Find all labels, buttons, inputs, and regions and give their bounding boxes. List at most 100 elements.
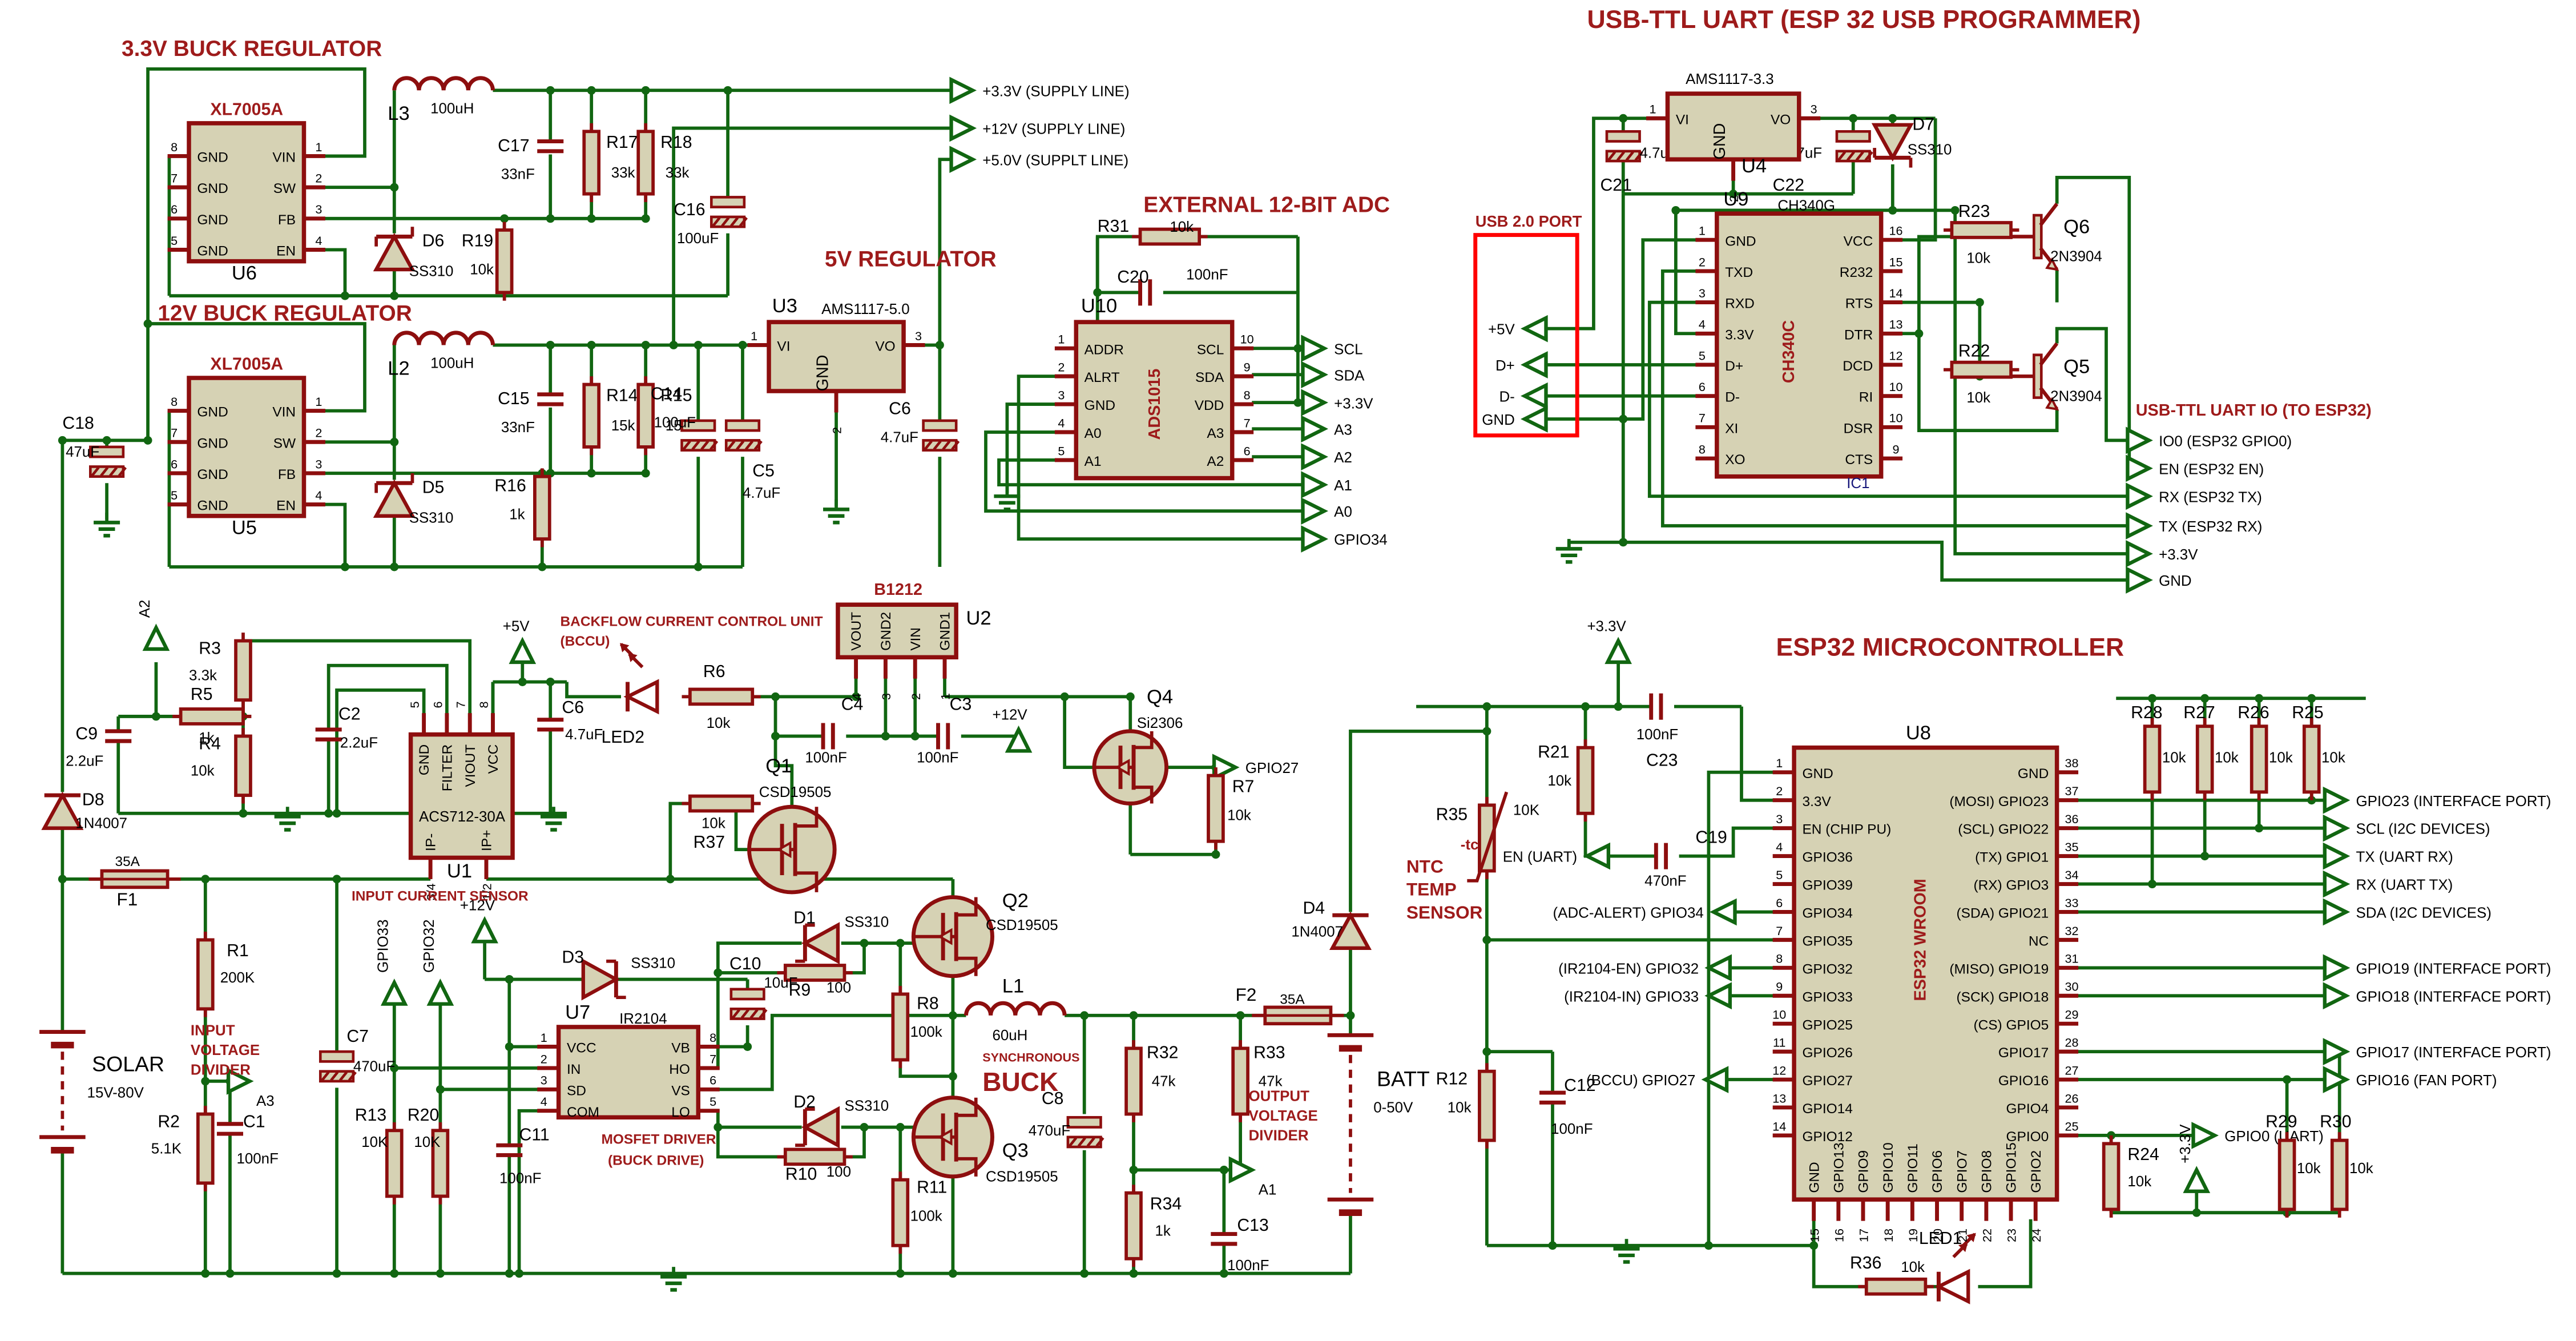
- led-LED2: [623, 679, 659, 715]
- net-label: GND: [1482, 412, 1515, 428]
- wire: [326, 663, 449, 730]
- npn-collector: [2039, 202, 2059, 227]
- pin-label: VO: [1771, 112, 1791, 127]
- net-label: SCL: [1334, 341, 1362, 357]
- cap-hatch: [721, 216, 730, 227]
- capacitor-ref: C2: [338, 705, 361, 724]
- resistor-ref: R25: [2292, 703, 2323, 722]
- pin-number: 32: [2065, 924, 2079, 938]
- capacitor-value: 100nF: [1636, 727, 1678, 743]
- junction-dot: [738, 340, 747, 349]
- diode-ref: D6: [422, 232, 445, 251]
- capacitor-ref: C15: [498, 389, 529, 408]
- led-ref: LED1: [1919, 1229, 1962, 1248]
- cap-hatch: [1837, 151, 1847, 162]
- inductor-value: 60uH: [992, 1028, 1027, 1044]
- cap-plate-pos: [319, 1050, 355, 1063]
- resistor-ref: R32: [1147, 1044, 1178, 1062]
- junction-dot: [340, 562, 349, 571]
- pin-number: 10: [1889, 411, 1903, 425]
- wire: [335, 688, 426, 814]
- resistor-ref: R33: [1253, 1044, 1285, 1062]
- resistor-ref: R36: [1850, 1254, 1881, 1272]
- cap-hatch: [1864, 151, 1873, 162]
- chip-ref: U1: [447, 860, 472, 882]
- net-label: A3: [256, 1093, 275, 1109]
- cap-hatch: [753, 440, 763, 450]
- capacitor-ref: C20: [1117, 268, 1148, 287]
- cap-hatch: [709, 440, 719, 450]
- chip-U3: [767, 320, 906, 393]
- pin-number: 14: [1889, 286, 1903, 300]
- pin-number: 3: [541, 1073, 547, 1088]
- pin-label: VCC: [567, 1041, 596, 1056]
- capacitor-ref: C3: [950, 695, 972, 714]
- junction-dot: [58, 875, 67, 884]
- pin-number: 8: [1699, 442, 1706, 456]
- pin-label: GND2: [878, 612, 894, 651]
- pin-number: 4: [541, 1094, 547, 1109]
- pin-number: 2: [1776, 784, 1783, 798]
- net-label: A1: [1259, 1182, 1277, 1198]
- text-label: VOLTAGE: [1249, 1108, 1318, 1124]
- junction-dot: [1346, 1011, 1355, 1020]
- diode-value: SS310: [844, 914, 889, 930]
- pin-label: VO: [875, 339, 895, 355]
- resistor-R14: [582, 382, 601, 449]
- chip-U7: [556, 1025, 701, 1119]
- net-label: GPIO27: [1245, 760, 1299, 776]
- net-arrow-icon: [1301, 497, 1328, 525]
- pin-number: 24: [2029, 1229, 2043, 1242]
- resistor-R8: [891, 992, 910, 1062]
- pin-label: XI: [1725, 421, 1738, 436]
- pin-label: ADDR: [1085, 342, 1124, 357]
- resistor-ref: R7: [1232, 777, 1255, 796]
- pin-number: 14: [1772, 1119, 1786, 1133]
- junction-dot: [1914, 329, 1924, 338]
- junction-dot: [1093, 288, 1102, 297]
- capacitor-value: 100nF: [805, 750, 846, 766]
- net-arrow-icon: [1301, 361, 1328, 389]
- pin-number: 1: [751, 329, 757, 343]
- pin-label: VOUT: [849, 612, 864, 651]
- pin-label: (SCK) GPIO18: [1957, 989, 2049, 1005]
- pin-number: 36: [2065, 812, 2079, 826]
- pin-label: VCC: [486, 744, 501, 774]
- net-arrow-icon: [1520, 351, 1548, 378]
- wire: [324, 248, 347, 296]
- net-label: EN (ESP32 EN): [2159, 461, 2264, 477]
- cap-plate-pos: [680, 419, 716, 432]
- pin-label: 3.3V: [1802, 794, 1831, 810]
- resistor-ref: R5: [191, 685, 213, 704]
- cap-hatch: [731, 1009, 741, 1019]
- capacitor-ref: C13: [1237, 1216, 1268, 1235]
- pin-number: 7: [171, 426, 178, 440]
- net-label: D-: [1499, 389, 1514, 405]
- pin-label: CTS: [1845, 452, 1873, 468]
- resistor-R1: [196, 938, 215, 1011]
- pin-number: 10: [1240, 332, 1254, 347]
- resistor-value: 10k: [1547, 773, 1571, 789]
- junction-dot: [1129, 1269, 1138, 1278]
- resistor-ref: R27: [2183, 703, 2215, 722]
- net-arrow-icon: [2323, 814, 2351, 842]
- pin-number: 11: [1773, 1035, 1785, 1049]
- net-arrow-icon: [142, 623, 170, 651]
- junction-dot: [546, 340, 555, 349]
- pin-label: GPIO9: [1856, 1150, 1872, 1193]
- chip-ref: U6: [232, 262, 257, 284]
- net-label: GPIO33: [375, 919, 391, 973]
- capacitor-ref: C23: [1646, 751, 1678, 770]
- led-emission-head: [620, 643, 630, 653]
- resistor-R16: [533, 474, 551, 541]
- pin-number: 6: [709, 1073, 716, 1088]
- text-label: OUTPUT: [1249, 1088, 1310, 1104]
- net-label: +5.0V (SUPPLT LINE): [982, 152, 1128, 168]
- resistor-value: 10k: [2269, 750, 2293, 766]
- cap-hatch: [700, 440, 709, 450]
- pin-label: GPIO0: [2006, 1129, 2049, 1145]
- pin-number: 2: [909, 693, 923, 700]
- junction-dot: [669, 340, 678, 349]
- pin-number: 30: [2065, 980, 2079, 994]
- resistor-value: 1k: [199, 730, 214, 746]
